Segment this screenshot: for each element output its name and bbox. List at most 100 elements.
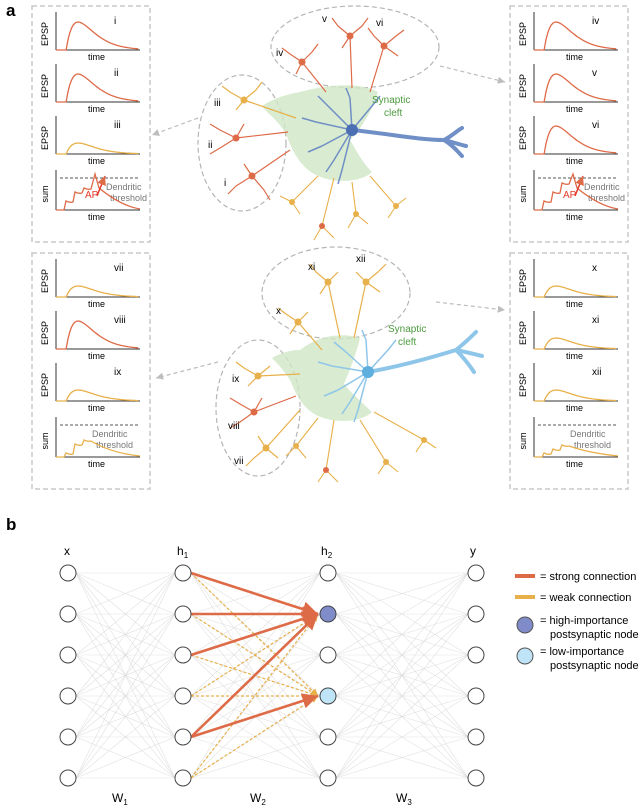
threshold-label-2: threshold	[96, 440, 133, 450]
strong-connection-edge	[190, 613, 319, 738]
weak-background-edge	[335, 572, 469, 615]
sum-xlabel: time	[88, 212, 105, 222]
epsp-tag-vii: vii	[114, 263, 123, 274]
threshold-label-1: Dendritic	[584, 182, 620, 192]
epsp-ylabel: EPSP	[40, 321, 50, 345]
plot-box-bottom-right	[509, 252, 629, 490]
threshold-label-1: Dendritic	[92, 429, 128, 439]
postsynaptic-axon-top	[350, 126, 468, 158]
epsp-trace-iii	[56, 142, 139, 155]
network-node	[59, 564, 77, 582]
epsp-xlabel: time	[566, 403, 583, 413]
sum-trace	[534, 444, 619, 458]
arrow-group-i-iii	[151, 117, 199, 136]
synaptic-cleft-region	[262, 85, 378, 181]
epsp-xlabel: time	[88, 156, 105, 166]
network-node	[59, 769, 77, 787]
epsp-xlabel: time	[566, 104, 583, 114]
synaptic-cleft-label-top-2: cleft	[384, 108, 403, 119]
weak-background-edge	[75, 736, 176, 779]
label-group-xi: xi	[308, 262, 315, 273]
epsp-ylabel: EPSP	[40, 373, 50, 397]
strong-connection-edge	[190, 611, 319, 657]
plot-group-bottom-left: EPSPtimeviiEPSPtimeviiiEPSPtimeixsumtime…	[40, 259, 141, 469]
epsp-xlabel: time	[566, 351, 583, 361]
plot-box-top-right	[509, 5, 629, 243]
threshold-label-1: Dendritic	[106, 182, 142, 192]
legend-high-label-1: = high-importance	[540, 615, 628, 627]
postsynaptic-soma-bottom	[362, 366, 374, 378]
weak-connection-edge	[190, 613, 319, 779]
epsp-xlabel: time	[88, 351, 105, 361]
epsp-trace-iv	[534, 21, 617, 51]
epsp-trace-i	[56, 21, 139, 51]
weak-background-edge	[190, 613, 321, 779]
panel-b-label: b	[6, 515, 16, 534]
presynaptic-neuron-xi	[309, 263, 341, 339]
presynaptic-neuron-ii	[209, 123, 289, 155]
top-neuron-illustration: i ii iii iv v vi Synaptic cleft	[197, 5, 468, 241]
weak-background-edge	[335, 572, 469, 779]
layer-label-x: x	[64, 544, 70, 558]
weak-background-edge	[75, 613, 176, 779]
network-node	[467, 564, 485, 582]
weight-label-w3: W3	[396, 791, 412, 807]
legend: = strong connection = weak connection = …	[515, 571, 639, 672]
presynaptic-neuron-x	[277, 307, 323, 351]
network-node	[174, 728, 192, 746]
weak-background-edge	[335, 695, 469, 779]
epsp-tag-ii: ii	[114, 68, 118, 79]
weak-background-edge	[75, 572, 176, 738]
epsp-tag-viii: viii	[114, 315, 126, 326]
arrow-group-iv-vi	[439, 65, 506, 84]
epsp-trace-vi	[534, 125, 617, 155]
group-ellipse-i-iii	[197, 74, 287, 212]
postsynaptic-soma-top	[346, 124, 358, 136]
epsp-trace-v	[534, 73, 617, 103]
weak-background-edge	[75, 654, 176, 779]
network-node	[319, 769, 337, 787]
postsynaptic-dendrites-bottom	[317, 329, 397, 423]
presynaptic-neuron-iv	[281, 43, 327, 93]
network-node	[174, 769, 192, 787]
postsynaptic-axon-bottom	[366, 330, 484, 374]
epsp-xlabel: time	[88, 104, 105, 114]
sum-trace	[56, 439, 141, 458]
label-group-vii: vii	[234, 456, 243, 467]
weak-background-edge	[75, 572, 176, 779]
network-node	[174, 605, 192, 623]
network-node	[467, 605, 485, 623]
label-group-x: x	[276, 306, 281, 317]
sum-trace	[534, 171, 619, 211]
network-node	[174, 646, 192, 664]
epsp-xlabel: time	[88, 299, 105, 309]
network-node	[467, 728, 485, 746]
legend-low-label-1: = low-importance	[540, 646, 624, 658]
epsp-tag-x: x	[592, 263, 597, 274]
epsp-plots: EPSPtimeiEPSPtimeiiEPSPtimeiiisumtimeDen…	[40, 12, 625, 469]
label-group-viii: viii	[228, 421, 240, 432]
sum-xlabel: time	[566, 459, 583, 469]
label-group-ix: ix	[232, 374, 239, 385]
network-node	[319, 646, 337, 664]
epsp-ylabel: EPSP	[40, 74, 50, 98]
network-node	[467, 769, 485, 787]
weight-label-w2: W2	[250, 791, 266, 807]
legend-strong-label: = strong connection	[540, 571, 636, 583]
ap-label: AP	[85, 190, 99, 201]
epsp-xlabel: time	[88, 403, 105, 413]
neural-network	[59, 564, 485, 787]
epsp-xlabel: time	[566, 52, 583, 62]
weak-background-edge	[75, 572, 176, 656]
weak-connection-edge	[190, 695, 319, 779]
sum-xlabel: time	[566, 212, 583, 222]
epsp-trace-xii	[534, 389, 617, 402]
epsp-ylabel: EPSP	[518, 22, 528, 46]
epsp-ylabel: EPSP	[518, 269, 528, 293]
epsp-ylabel: EPSP	[518, 74, 528, 98]
epsp-tag-i: i	[114, 16, 116, 27]
sum-ylabel: sum	[518, 432, 528, 449]
ap-arrow	[96, 175, 106, 197]
epsp-tag-iv: iv	[592, 16, 599, 27]
